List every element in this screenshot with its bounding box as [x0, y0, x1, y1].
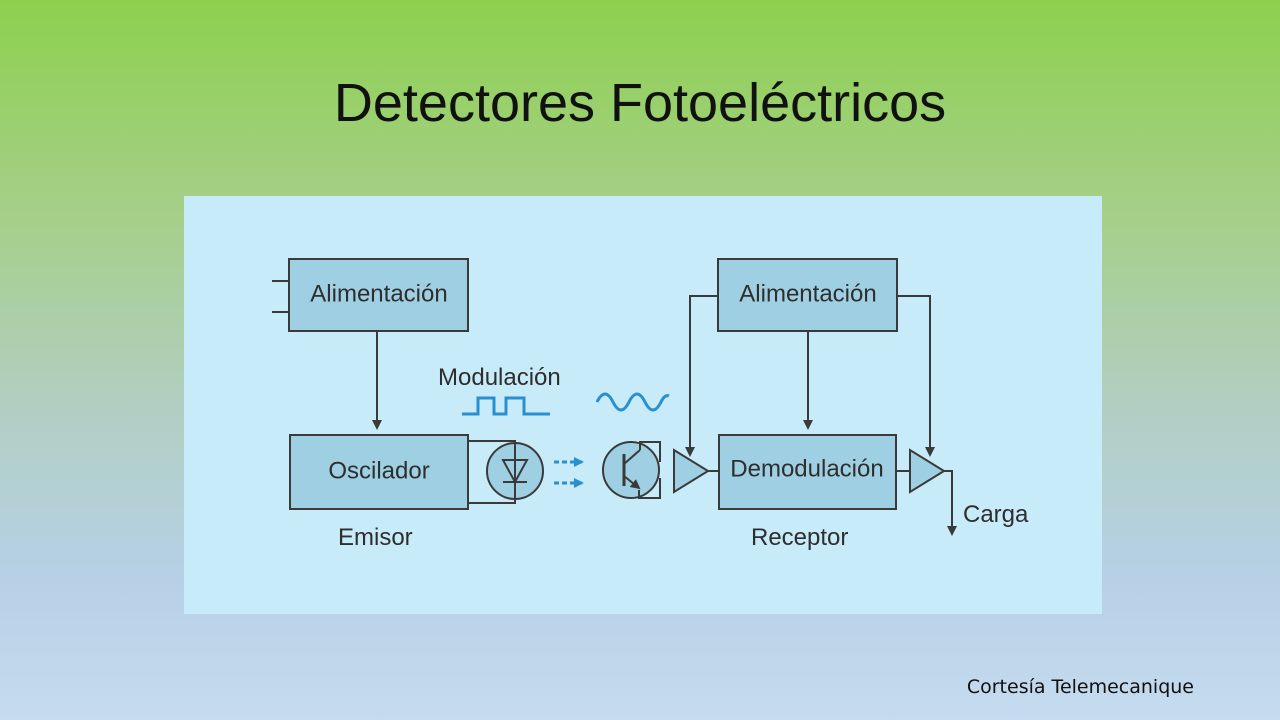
- power-to-preamp-arrow: [685, 295, 718, 457]
- demodulation-label: Demodulación: [730, 455, 883, 482]
- receiver-caption: Receptor: [751, 524, 848, 551]
- receiver-power-block: Alimentación: [717, 258, 898, 332]
- led-icon: [486, 442, 544, 500]
- modulation-label: Modulación: [438, 364, 561, 391]
- slide-title: Detectores Fotoeléctricos: [333, 73, 947, 133]
- receiver-power-label: Alimentación: [739, 280, 876, 307]
- photoelectric-block-diagram: Alimentación Oscilador Emisor Modulación: [184, 196, 1102, 614]
- image-credit: Cortesía Telemecanique: [966, 676, 1194, 698]
- preamplifier-icon: [673, 448, 710, 494]
- output-to-load-arrow: [944, 470, 957, 536]
- power-to-output-amp-arrow: [897, 295, 935, 457]
- square-wave-icon: [462, 396, 550, 416]
- sine-wave-icon: [595, 392, 670, 412]
- oscillator-block: Oscilador: [289, 434, 469, 510]
- emitter-caption: Emisor: [338, 524, 413, 551]
- demodulation-block: Demodulación: [718, 434, 897, 510]
- output-amplifier-icon: [909, 448, 946, 494]
- phototransistor-icon: [602, 441, 661, 499]
- oscillator-label: Oscilador: [328, 457, 429, 484]
- load-label: Carga: [963, 501, 1029, 528]
- emitter-power-block: Alimentación: [288, 258, 469, 332]
- emitter-power-label: Alimentación: [310, 280, 447, 307]
